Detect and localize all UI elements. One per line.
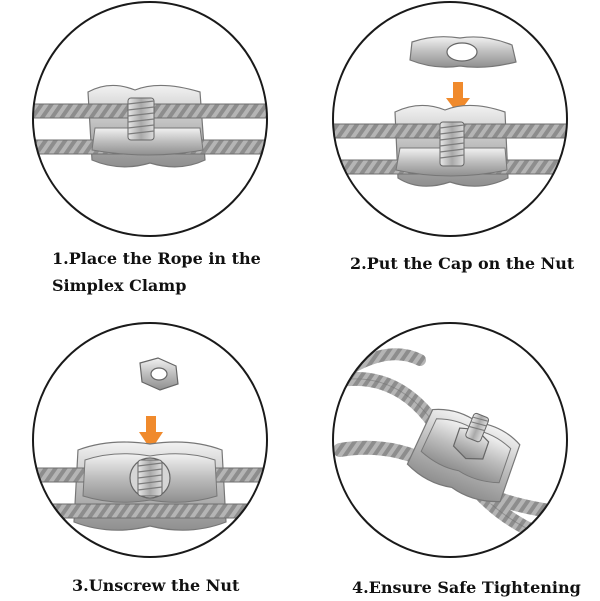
step-4: 4.Ensure Safe Tightening <box>300 300 600 600</box>
caption-line-1: 1.Place the Rope in the <box>52 249 261 268</box>
step-circle <box>332 1 568 237</box>
tightened-clamp-illustration <box>332 322 568 558</box>
step-2: 2.Put the Cap on the Nut <box>300 0 600 300</box>
step-3: 3.Unscrew the Nut <box>0 300 300 600</box>
caption-line-2: Simplex Clamp <box>52 276 187 295</box>
unscrew-nut-illustration <box>32 322 268 558</box>
step-caption: 4.Ensure Safe Tightening <box>352 578 581 597</box>
step-caption: 2.Put the Cap on the Nut <box>350 254 575 273</box>
step-caption: 1.Place the Rope in the Simplex Clamp <box>52 245 261 299</box>
hex-nut-icon <box>139 357 179 391</box>
step-circle <box>32 322 268 558</box>
down-arrow-icon <box>139 416 163 450</box>
clamp-saddle <box>91 127 204 156</box>
step-circle <box>32 1 268 237</box>
bolt <box>465 412 490 443</box>
cap-hole <box>446 42 478 62</box>
rope-upper <box>33 103 267 119</box>
step-1: 1.Place the Rope in the Simplex Clamp <box>0 0 300 300</box>
rope-in-clamp-illustration <box>32 1 268 237</box>
step-circle <box>332 322 568 558</box>
step-caption: 3.Unscrew the Nut <box>72 576 240 595</box>
rope-loop <box>333 348 426 396</box>
rope-lower <box>33 503 267 519</box>
cap-on-nut-illustration <box>332 1 568 237</box>
